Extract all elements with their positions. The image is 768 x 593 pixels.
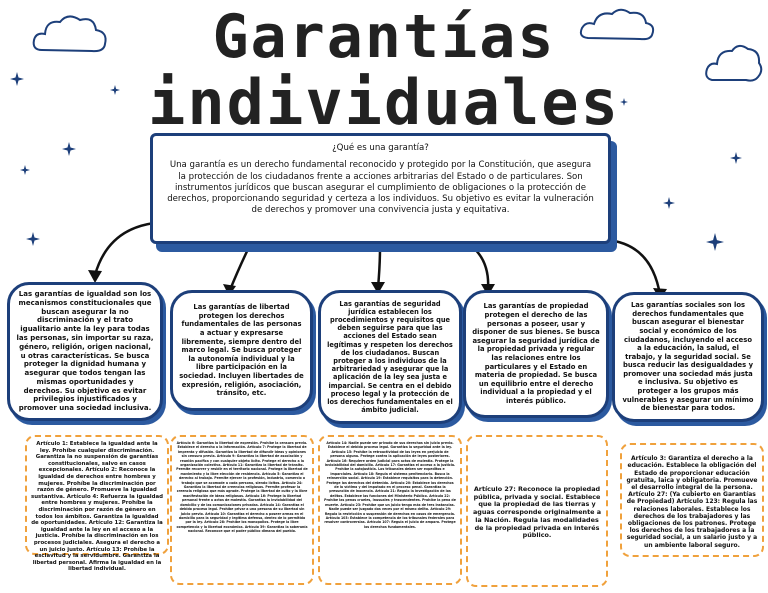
- liberty-articles-box: Artículo 6: Garantiza la libertad de exp…: [170, 435, 314, 585]
- property-guarantees-box: Las garantías de propiedad protegen el d…: [463, 290, 609, 418]
- article-text: Artículo 3: Garantiza el derecho a la ed…: [626, 455, 758, 549]
- equality-guarantees-box: Las garantías de igualdad son los mecani…: [7, 282, 163, 421]
- star-icon: [110, 85, 120, 95]
- category-text: Las garantías de seguridad jurídica esta…: [327, 299, 453, 415]
- definition-text: Una garantía es un derecho fundamental r…: [167, 160, 594, 216]
- article-text: Artículo 14: Nadie puede ser privado de …: [324, 441, 456, 529]
- cloud-icon: [32, 15, 107, 53]
- star-icon: [730, 152, 742, 164]
- star-icon: [620, 98, 628, 106]
- definition-box: ¿Qué es una garantía? Una garantía es un…: [150, 133, 611, 244]
- star-icon: [663, 197, 675, 209]
- cloud-icon: [705, 45, 763, 82]
- legal-security-articles-box: Artículo 14: Nadie puede ser privado de …: [318, 435, 462, 585]
- social-articles-box: Artículo 3: Garantiza el derecho a la ed…: [620, 443, 764, 557]
- star-icon: [10, 72, 24, 86]
- title-line2: individuales: [148, 66, 620, 139]
- star-icon: [62, 142, 76, 156]
- article-text: Artículo 6: Garantiza la libertad de exp…: [176, 441, 308, 534]
- article-text: Artículo 27: Reconoce la propiedad públi…: [472, 484, 602, 540]
- property-articles-box: Artículo 27: Reconoce la propiedad públi…: [466, 435, 608, 587]
- star-icon: [20, 165, 30, 175]
- star-icon: [706, 233, 724, 251]
- star-icon: [26, 232, 40, 246]
- category-text: Las garantías sociales son los derechos …: [622, 301, 754, 413]
- title-line1: Garantías: [212, 2, 556, 72]
- legal-security-guarantees-box: Las garantías de seguridad jurídica esta…: [318, 290, 462, 424]
- category-text: Las garantías de propiedad protegen el d…: [472, 302, 600, 405]
- social-guarantees-box: Las garantías sociales son los derechos …: [612, 292, 764, 422]
- definition-question: ¿Qué es una garantía?: [332, 143, 429, 153]
- category-text: Las garantías de igualdad son los mecani…: [16, 289, 154, 413]
- liberty-guarantees-box: Las garantías de libertad protegen los d…: [170, 290, 313, 411]
- equality-articles-box: Artículo 1: Establece la igualdad ante l…: [25, 435, 169, 572]
- article-text: Artículo 1: Establece la igualdad ante l…: [31, 441, 164, 573]
- category-text: Las garantías de libertad protegen los d…: [179, 303, 304, 398]
- cloud-icon: [579, 8, 655, 41]
